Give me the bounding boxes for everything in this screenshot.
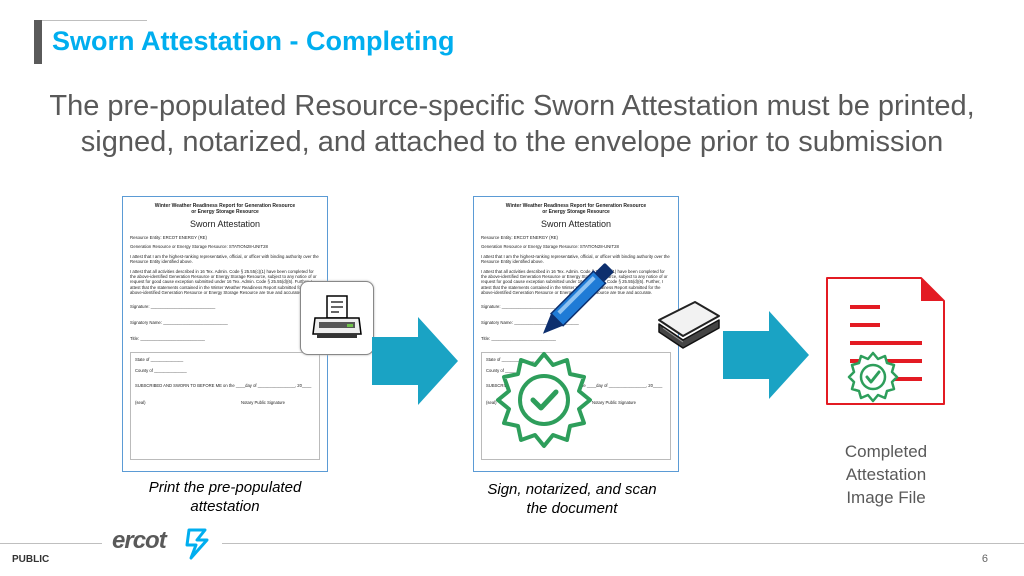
doc-title-field: Title: ___________________________ <box>481 335 556 341</box>
doc-heading: Sworn Attestation <box>540 219 612 229</box>
doc-heading: Sworn Attestation <box>189 219 261 229</box>
page-number: 6 <box>981 553 988 565</box>
step1-caption: Print the pre-populated attestation <box>120 478 330 516</box>
slide-title: Sworn Attestation - Completing <box>52 26 455 56</box>
footer-rule-left <box>0 543 102 544</box>
certified-badge-icon <box>496 352 592 448</box>
doc-header-1: Winter Weather Readiness Report for Gene… <box>154 203 296 209</box>
document-file-icon <box>826 277 945 405</box>
doc-header-2: or Energy Storage Resource <box>191 209 259 215</box>
doc-attest-2: I attest that all activities described i… <box>481 268 668 296</box>
footer-rule-right <box>222 543 1024 544</box>
doc-notary-box: State of ______________ County of ______… <box>130 351 320 460</box>
pen-icon <box>542 263 614 334</box>
arrow-right-icon <box>723 311 809 399</box>
doc-notary-signature: Notary Public Signature <box>241 399 285 405</box>
doc-header-2: or Energy Storage Resource <box>542 209 610 215</box>
doc-state: State of ______________ <box>486 356 535 362</box>
step3-caption-line1: Completed <box>844 442 928 461</box>
doc-attest-1: I attest that I am the highest-ranking r… <box>130 253 319 265</box>
attestation-document-printed: Winter Weather Readiness Report for Gene… <box>122 196 328 472</box>
title-accent-bar <box>34 20 42 64</box>
doc-header-1: Winter Weather Readiness Report for Gene… <box>505 203 647 209</box>
doc-resource-entity: Resource Entity: ERCOT ENERGY (RE) <box>481 235 558 240</box>
step2-caption-line1: Sign, notarized, and scan <box>487 481 657 498</box>
subtitle-line-1: The pre-populated Resource-specific Swor… <box>49 90 975 122</box>
doc-subscribed: SUBSCRIBED AND SWORN TO BEFORE ME on the… <box>135 382 312 388</box>
ercot-logo: ercot <box>112 527 167 554</box>
doc-state: State of ______________ <box>135 356 184 362</box>
footer-classification: PUBLIC <box>12 554 50 565</box>
doc-resource-name: Generation Resource or Energy Storage Re… <box>481 244 619 250</box>
printer-icon <box>300 281 374 355</box>
step3-caption: Completed Attestation Image File <box>816 440 956 509</box>
slide-subtitle: The pre-populated Resource-specific Swor… <box>20 88 1004 160</box>
doc-county: County of ______________ <box>486 367 538 373</box>
step1-caption-line2: attestation <box>190 498 260 515</box>
doc-resource-name: Generation Resource or Energy Storage Re… <box>130 244 268 250</box>
doc-seal: (seal) <box>486 399 497 405</box>
doc-signature: Signature: ___________________________ <box>481 303 567 309</box>
doc-signatory: Signatory Name: ________________________… <box>130 319 228 325</box>
ercot-logo-mark-icon <box>185 528 209 560</box>
doc-seal: (seal) <box>135 399 146 405</box>
doc-attest-2: I attest that all activities described i… <box>130 268 317 296</box>
subtitle-line-2: signed, notarized, and attached to the e… <box>80 126 944 158</box>
step1-caption-line1: Print the pre-populated <box>148 479 302 496</box>
step3-caption-line3: Image File <box>846 488 926 507</box>
doc-resource-entity: Resource Entity: ERCOT ENERGY (RE) <box>130 235 207 240</box>
doc-attest-1: I attest that I am the highest-ranking r… <box>481 253 670 265</box>
doc-county: County of ______________ <box>135 367 187 373</box>
doc-title-field: Title: ___________________________ <box>130 335 205 341</box>
scanner-icon <box>658 301 720 349</box>
step2-caption-line2: the document <box>526 500 618 517</box>
doc-signatory: Signatory Name: ________________________… <box>481 319 579 325</box>
step3-caption-line2: Attestation <box>845 465 927 484</box>
title-rule <box>42 20 147 21</box>
arrow-right-icon <box>372 317 458 405</box>
step2-caption: Sign, notarized, and scan the document <box>462 480 682 518</box>
doc-signature: Signature: ___________________________ <box>130 303 216 309</box>
doc-notary-signature: Notary Public Signature <box>592 399 636 405</box>
